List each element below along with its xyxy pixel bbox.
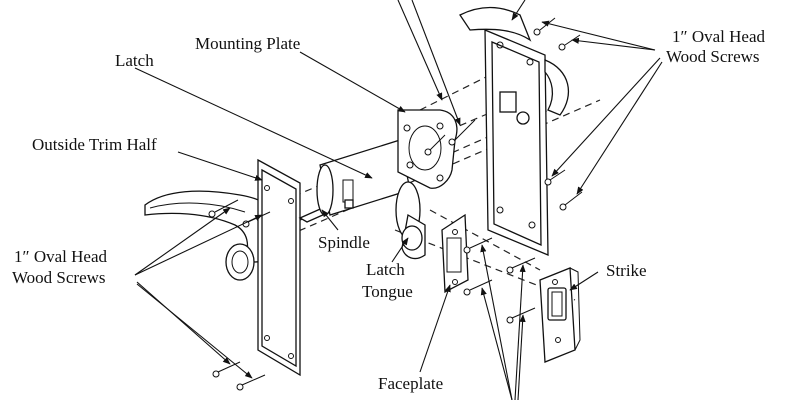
latch-tongue	[395, 181, 426, 260]
label-latch-tongue-line1: Latch	[366, 260, 405, 279]
screw-icon	[208, 199, 239, 218]
label-latch-tongue-line2: Tongue	[362, 282, 413, 301]
label-strike: Strike	[606, 261, 647, 280]
screw-icon	[463, 279, 493, 296]
label-left-screws-line1: 1″ Oval Head	[14, 247, 107, 266]
label-mounting-plate: Mounting Plate	[195, 34, 300, 53]
labels: Mounting Plate Latch Outside Trim Half 1…	[12, 27, 765, 393]
screw-icon	[533, 17, 556, 36]
screw-icon	[448, 119, 476, 146]
strike	[539, 267, 581, 363]
screw-icon	[236, 374, 266, 391]
label-left-screws-line2: Wood Screws	[12, 268, 106, 287]
leader-lines	[134, 0, 663, 400]
inside-trim-plate	[484, 29, 549, 256]
label-right-screws-line1: 1″ Oval Head	[672, 27, 765, 46]
screw-icon	[559, 191, 583, 211]
screw-icon	[506, 257, 536, 274]
label-latch: Latch	[115, 51, 154, 70]
screw-icon	[558, 34, 581, 51]
label-spindle: Spindle	[318, 233, 370, 252]
screws	[208, 17, 583, 391]
faceplate	[441, 213, 469, 294]
screw-icon	[463, 237, 493, 254]
outside-lever-handle	[144, 190, 282, 281]
outside-trim-plate	[257, 158, 301, 377]
label-faceplate: Faceplate	[378, 374, 443, 393]
label-outside-trim-half: Outside Trim Half	[32, 135, 157, 154]
screw-icon	[424, 134, 446, 156]
screw-icon	[212, 361, 241, 378]
label-right-screws-line2: Wood Screws	[666, 47, 760, 66]
screw-icon	[506, 307, 536, 324]
